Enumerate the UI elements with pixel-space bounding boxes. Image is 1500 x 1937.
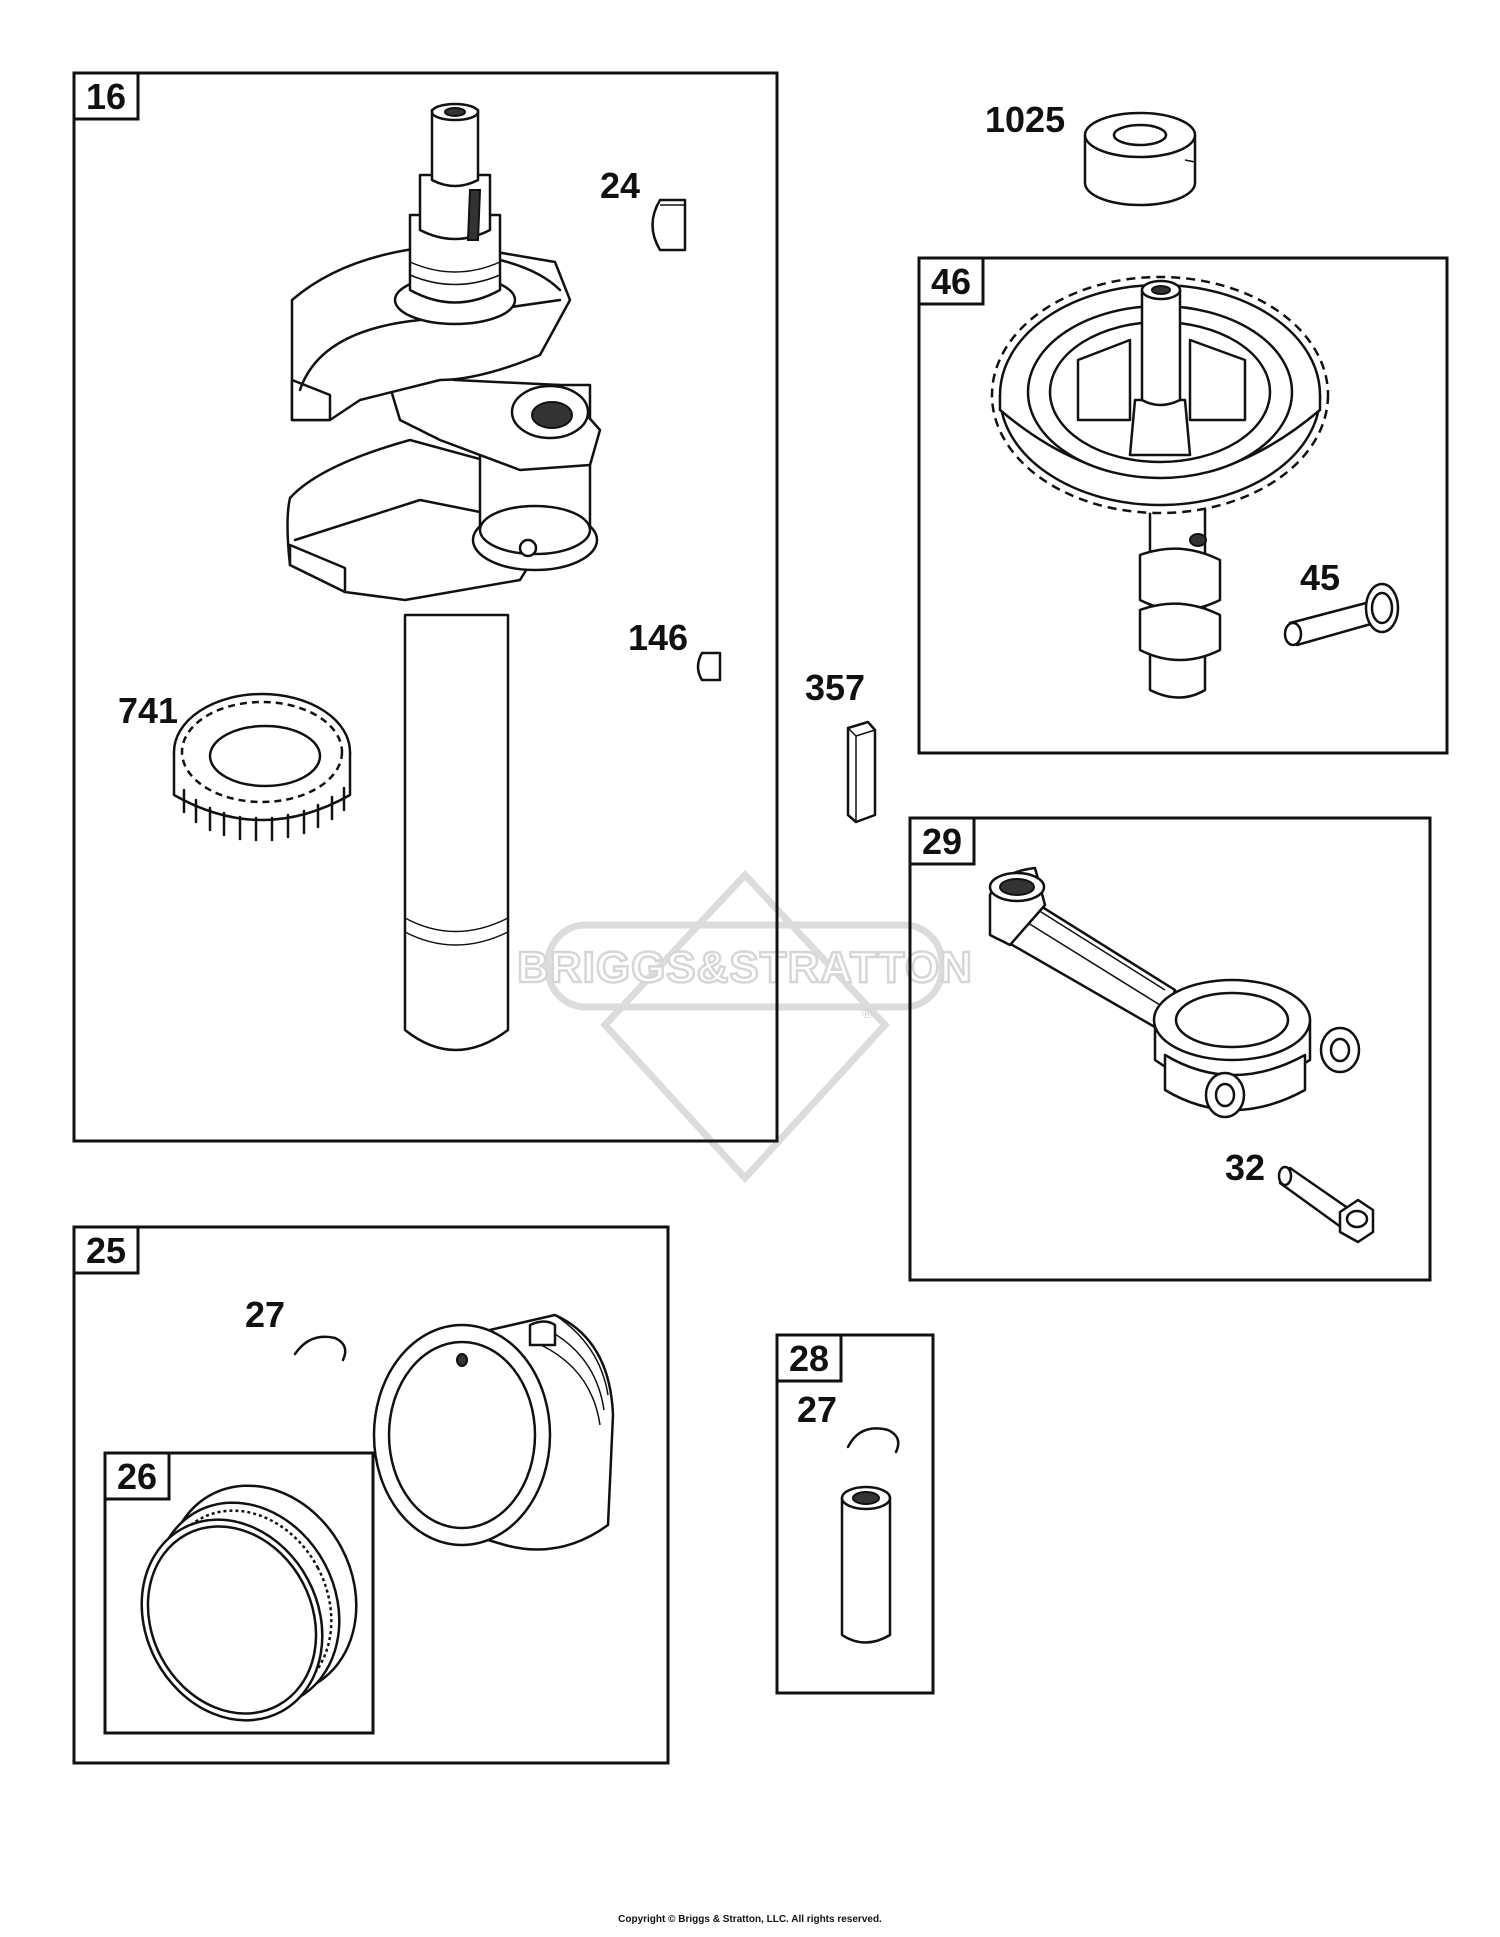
key-146-illustration [696, 651, 722, 682]
retaining-ring-27-group28-illustration [846, 1427, 900, 1454]
group-29-frame [908, 816, 1432, 1282]
group-46-tag: 46 [917, 256, 985, 306]
spacer-1025-illustration [1083, 111, 1197, 207]
pin-45-illustration [1283, 582, 1400, 647]
piston-pin-illustration [840, 1485, 892, 1644]
part-label-146: 146 [628, 617, 688, 658]
camshaft-gear-illustration [990, 275, 1330, 699]
svg-text:46: 46 [931, 261, 971, 302]
piston-rings-illustration [140, 1484, 358, 1722]
group-28-tag: 28 [775, 1333, 843, 1383]
svg-text:29: 29 [922, 821, 962, 862]
group-26-tag: 26 [103, 1451, 171, 1501]
copyright-footer: Copyright © Briggs & Stratton, LLC. All … [618, 1914, 882, 1925]
piston-illustration [372, 1313, 615, 1551]
crank-gear-741-illustration [172, 692, 352, 842]
part-label-45: 45 [1300, 557, 1340, 598]
group-25-frame [72, 1225, 670, 1765]
part-label-1025: 1025 [985, 99, 1065, 140]
part-label-27-group25: 27 [245, 1294, 285, 1335]
group-46-frame [917, 256, 1449, 755]
watermark-text: BRIGGS&STRATTON [517, 943, 973, 992]
group-29-tag: 29 [908, 816, 976, 866]
part-label-357: 357 [805, 667, 865, 708]
bolt-32-illustration [1277, 1165, 1375, 1244]
svg-text:28: 28 [789, 1338, 829, 1379]
connecting-rod-illustration [988, 866, 1361, 1119]
group-16-frame [72, 71, 779, 1143]
part-label-32: 32 [1225, 1147, 1265, 1188]
group-28-frame [775, 1333, 935, 1695]
svg-text:16: 16 [86, 76, 126, 117]
part-label-24: 24 [600, 165, 640, 206]
retaining-ring-27-illustration [293, 1335, 347, 1362]
part-label-741: 741 [118, 690, 178, 731]
group-26-frame [103, 1451, 375, 1735]
watermark-registered: ® [862, 1005, 873, 1021]
group-16-tag: 16 [72, 71, 140, 121]
group-25-tag: 25 [72, 1225, 140, 1275]
svg-text:25: 25 [86, 1230, 126, 1271]
crankshaft-illustration [286, 102, 602, 1052]
svg-text:26: 26 [117, 1456, 157, 1497]
key-357-illustration [846, 720, 877, 824]
brand-watermark: BRIGGS&STRATTON ® [516, 869, 973, 1184]
key-24-illustration [651, 198, 687, 252]
part-label-27-group28: 27 [797, 1389, 837, 1430]
